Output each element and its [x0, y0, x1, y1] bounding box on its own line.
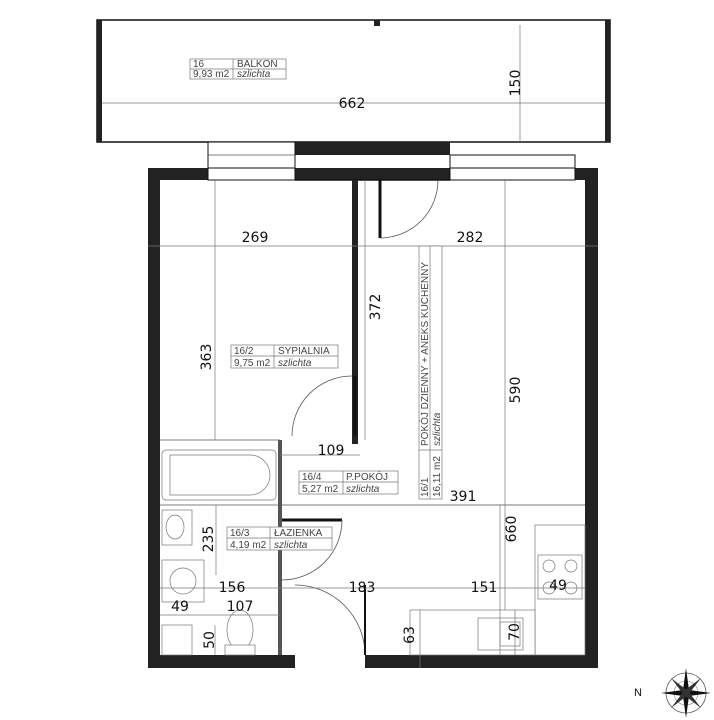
- svg-text:5,27 m2: 5,27 m2: [302, 484, 339, 495]
- svg-text:szlichta: szlichta: [237, 69, 271, 80]
- svg-text:16/2: 16/2: [234, 346, 254, 357]
- svg-text:16: 16: [193, 59, 205, 70]
- svg-text:POKÓJ DZIENNY + ANEKS KUCHENNY: POKÓJ DZIENNY + ANEKS KUCHENNY: [418, 262, 431, 446]
- dim-toilet-offset: 49: [171, 599, 189, 615]
- dim-kitchen-width: 151: [471, 580, 498, 596]
- dim-bath-depth: 235: [201, 526, 217, 553]
- svg-text:szlichta: szlichta: [432, 412, 443, 446]
- svg-text:ŁAZIENKA: ŁAZIENKA: [274, 528, 323, 539]
- dim-counter-depth: 49: [549, 578, 567, 594]
- toilet: [226, 609, 254, 651]
- dim-wc-depth: 50: [202, 631, 218, 649]
- dim-bath-width: 156: [219, 580, 246, 596]
- dim-living-depth: 590: [508, 377, 524, 404]
- svg-text:szlichta: szlichta: [274, 540, 308, 551]
- svg-text:szlichta: szlichta: [346, 484, 380, 495]
- room-label-pokoj-dzienny: 16/1 POKÓJ DZIENNY + ANEKS KUCHENNY 16,1…: [418, 245, 443, 500]
- dim-balcony-width: 662: [339, 96, 366, 112]
- dim-hall-width: 109: [318, 443, 345, 459]
- room-label-lazienka: 16/3 ŁAZIENKA 4,19 m2 szlichta: [226, 526, 333, 551]
- dim-living-width: 282: [457, 230, 484, 246]
- fixtures: [161, 449, 586, 656]
- svg-text:9,75 m2: 9,75 m2: [234, 358, 271, 369]
- svg-text:BALKON: BALKON: [237, 59, 278, 70]
- compass-rose: N: [634, 668, 711, 718]
- svg-text:9,93 m2: 9,93 m2: [193, 69, 230, 80]
- dim-sink-offset: 63: [402, 626, 418, 644]
- room-label-sypialnia: 16/2 SYPIALNIA 9,75 m2 szlichta: [230, 344, 339, 369]
- balcony: [96, 19, 611, 143]
- dim-sink-width: 70: [507, 623, 523, 641]
- svg-text:16/4: 16/4: [302, 472, 322, 483]
- dim-total-depth: 660: [504, 516, 520, 543]
- svg-text:4,19 m2: 4,19 m2: [230, 540, 267, 551]
- svg-text:16/3: 16/3: [230, 528, 250, 539]
- svg-text:16/1: 16/1: [420, 477, 431, 497]
- svg-text:P.POKÓJ: P.POKÓJ: [346, 470, 388, 483]
- dimension-labels: 662 150 269 282 363 372 590 660 109 391 …: [171, 70, 567, 649]
- svg-text:16,11 m2: 16,11 m2: [432, 456, 443, 497]
- dim-bedroom-wall: 372: [368, 294, 384, 321]
- svg-text:szlichta: szlichta: [278, 358, 312, 369]
- room-label-przedpokoj: 16/4 P.POKÓJ 5,27 m2 szlichta: [298, 470, 399, 495]
- dim-balcony-depth: 150: [508, 70, 524, 97]
- dim-wc-width: 107: [227, 599, 254, 615]
- outer-walls: [148, 141, 598, 668]
- svg-text:SYPIALNIA: SYPIALNIA: [278, 346, 330, 357]
- room-label-balkon: 16 BALKON 9,93 m2 szlichta: [189, 58, 287, 80]
- dim-hall-to-wall: 391: [450, 489, 477, 505]
- dimension-lines: [148, 180, 598, 668]
- dim-entry-width: 183: [349, 580, 376, 596]
- dim-bedroom-depth: 363: [199, 344, 215, 371]
- dim-bedroom-width: 269: [242, 230, 269, 246]
- compass-north-label: N: [634, 687, 642, 699]
